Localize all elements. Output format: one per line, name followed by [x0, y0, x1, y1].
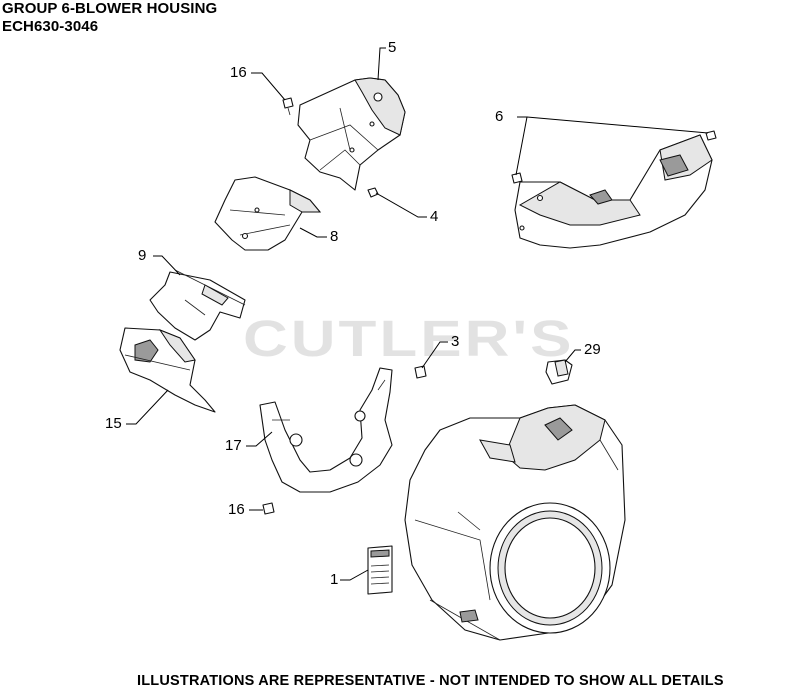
- part-1-label-card: [367, 545, 393, 595]
- callout-29: 29: [584, 341, 601, 358]
- part-8-baffle: [214, 176, 322, 251]
- part-5-upper-shroud: [297, 77, 406, 191]
- leader-lines: [126, 47, 709, 581]
- part-9-bracket: [149, 269, 246, 341]
- callout-3: 3: [451, 333, 460, 350]
- callout-6: 6: [495, 108, 504, 125]
- part-4-screw: [367, 187, 379, 198]
- part-6-screws: [511, 130, 717, 184]
- callout-9: 9: [138, 247, 147, 264]
- part-17-lower-baffle: [259, 367, 393, 493]
- part-1-blower-housing: [404, 404, 626, 641]
- part-3-screw: [414, 365, 427, 379]
- callout-15: 15: [105, 415, 122, 432]
- callout-4: 4: [430, 208, 439, 225]
- part-6-rear-shroud: [514, 134, 713, 249]
- part-16-screw-lower: [262, 502, 275, 515]
- model-number: ECH630-3046: [2, 18, 99, 35]
- callout-5: 5: [388, 39, 397, 56]
- part-29-clip: [545, 359, 573, 385]
- diagram-title: GROUP 6-BLOWER HOUSING: [2, 0, 218, 17]
- part-16-screw-upper: [282, 97, 294, 116]
- callout-16-lower: 16: [228, 501, 245, 518]
- part-15-side-baffle: [119, 327, 216, 413]
- callout-1: 1: [330, 571, 339, 588]
- callout-8: 8: [330, 228, 339, 245]
- watermark-logo: CUTLER'S: [243, 310, 575, 368]
- callout-16-upper: 16: [230, 64, 247, 81]
- disclaimer-footer: ILLUSTRATIONS ARE REPRESENTATIVE - NOT I…: [137, 673, 724, 689]
- callout-17: 17: [225, 437, 242, 454]
